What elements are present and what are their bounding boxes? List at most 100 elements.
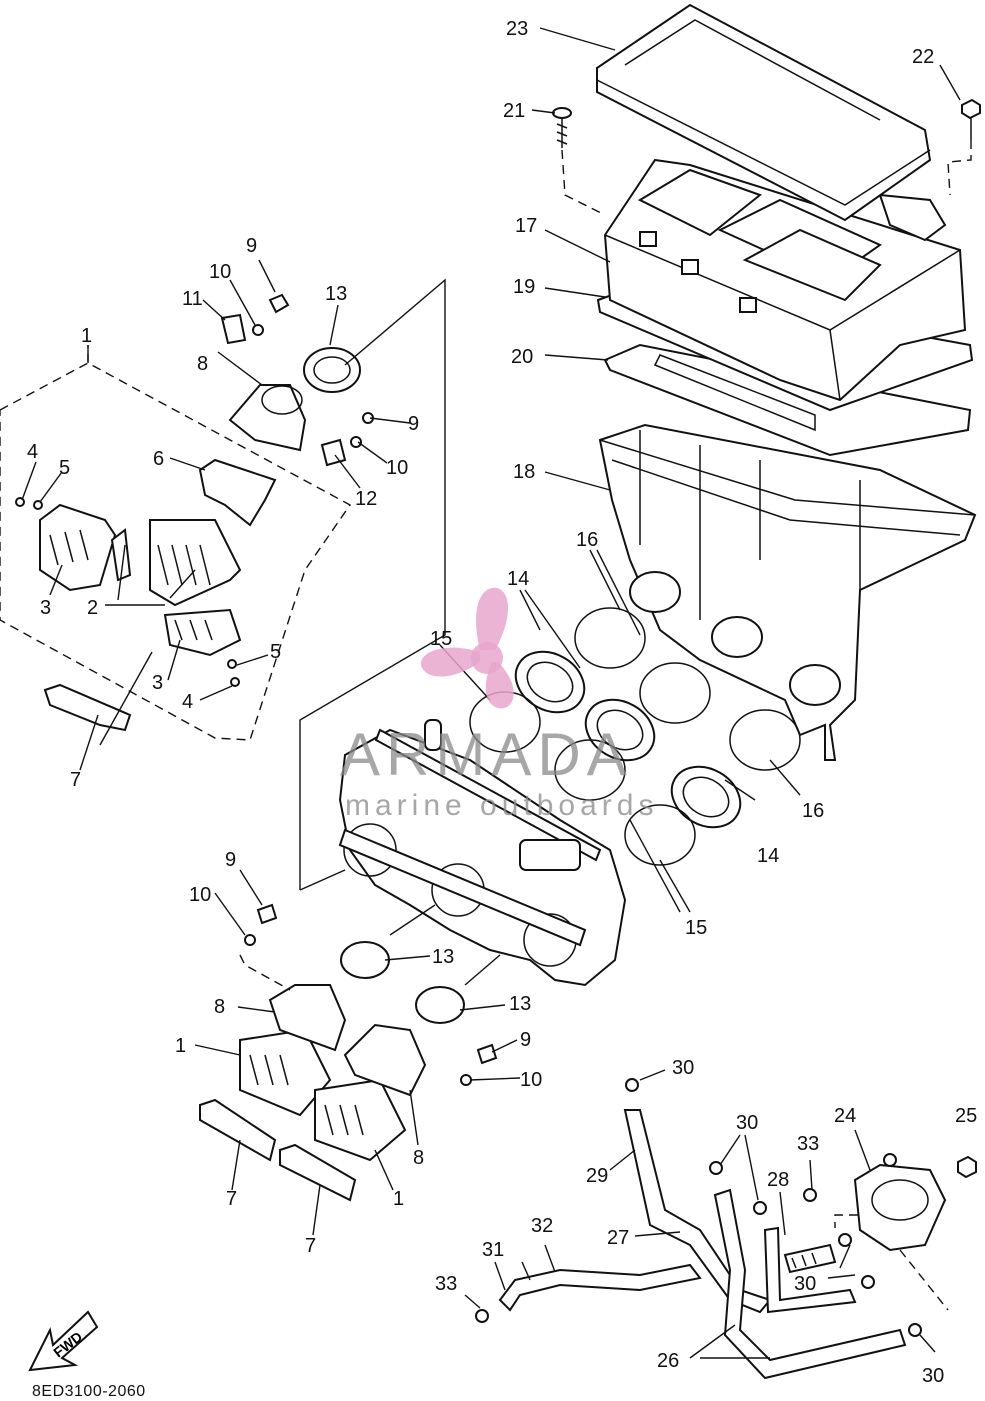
callout-13-top: 13 xyxy=(325,283,347,305)
callout-2: 2 xyxy=(87,597,98,619)
callout-33-left: 33 xyxy=(435,1273,457,1295)
intake-manifold xyxy=(268,984,347,1052)
callout-18: 18 xyxy=(513,461,535,483)
callout-6: 6 xyxy=(153,448,164,470)
bolt-22 xyxy=(961,98,981,140)
callout-15-top: 15 xyxy=(430,628,452,650)
leader-lines xyxy=(21,27,972,1359)
callout-9-bottom: 9 xyxy=(520,1029,531,1051)
reed-petal xyxy=(163,608,242,657)
callout-5-top: 5 xyxy=(59,457,70,479)
callout-10-top: 10 xyxy=(209,261,231,283)
reed-gasket xyxy=(43,683,132,732)
air-box-lower-case xyxy=(598,423,977,761)
carburetor-bank xyxy=(338,719,627,987)
callout-33-right: 33 xyxy=(797,1133,819,1155)
reed-gasket xyxy=(199,1098,277,1162)
callout-1-top: 1 xyxy=(81,325,92,347)
callout-10-mid: 10 xyxy=(386,457,408,479)
callout-7-bottom: 7 xyxy=(305,1235,316,1257)
callout-13-bottom: 13 xyxy=(509,993,531,1015)
callout-29: 29 xyxy=(586,1165,608,1187)
air-box-assembly xyxy=(552,3,981,761)
air-box-gasket xyxy=(603,343,972,457)
intake-manifold xyxy=(228,384,307,452)
callout-13-mid: 13 xyxy=(432,946,454,968)
reed-gasket xyxy=(279,1143,357,1202)
hose-clamp xyxy=(574,607,646,669)
air-box-port xyxy=(789,664,841,706)
hose-clamp xyxy=(639,662,711,724)
callout-19: 19 xyxy=(513,276,535,298)
document-code: 8ED3100-2060 xyxy=(32,1383,146,1400)
callout-20: 20 xyxy=(511,346,533,368)
reed-valve-group-lower xyxy=(199,903,498,1202)
callout-3-top: 3 xyxy=(40,597,51,619)
hose-clamp xyxy=(415,986,465,1024)
callout-9-top: 9 xyxy=(246,235,257,257)
callout-21: 21 xyxy=(503,100,525,122)
callout-5-bottom: 5 xyxy=(270,641,281,663)
callout-14-top: 14 xyxy=(507,568,529,590)
callout-23: 23 xyxy=(506,18,528,40)
air-box-lid xyxy=(596,3,932,222)
callout-11: 11 xyxy=(182,288,203,310)
callout-9-lower: 9 xyxy=(225,849,236,871)
callout-8-top: 8 xyxy=(197,353,208,375)
carburetor-joint xyxy=(670,765,742,829)
callout-22: 22 xyxy=(912,46,934,68)
reed-valve-group-upper xyxy=(0,293,374,741)
hose-clamp xyxy=(729,709,801,771)
reed-petal xyxy=(39,503,117,592)
callout-4-bottom: 4 xyxy=(182,691,193,713)
callout-30-lower: 30 xyxy=(794,1273,816,1295)
screw-21 xyxy=(552,107,572,148)
carburetor-joint xyxy=(514,650,586,714)
reed-stopper xyxy=(198,458,277,527)
callout-25: 25 xyxy=(955,1105,977,1127)
fuel-system xyxy=(475,1078,977,1380)
carburetor-joints xyxy=(469,607,801,866)
callout-7-top: 7 xyxy=(70,769,81,791)
callout-1-bottom: 1 xyxy=(393,1188,404,1210)
fuel-hose xyxy=(498,1263,702,1312)
carburetor-joint xyxy=(584,698,656,762)
watermark-brand: ARMADA xyxy=(340,721,633,788)
hose-clamp xyxy=(624,804,696,866)
fuel-hose xyxy=(713,1188,907,1380)
pump-bolt xyxy=(957,1155,977,1179)
forward-direction-arrow: FWD xyxy=(28,1310,99,1372)
callout-15-bottom: 15 xyxy=(685,917,707,939)
callout-30-mid: 30 xyxy=(736,1112,758,1134)
callout-8-bottom: 8 xyxy=(413,1147,424,1169)
fuel-pump xyxy=(853,1163,947,1252)
callout-28: 28 xyxy=(767,1169,789,1191)
reed-valve-block xyxy=(314,1078,407,1162)
callout-1-mid: 1 xyxy=(175,1035,186,1057)
callout-8-mid: 8 xyxy=(214,996,225,1018)
callout-30-top: 30 xyxy=(672,1057,694,1079)
reed-valve-block xyxy=(149,519,242,607)
callout-16-bottom: 16 xyxy=(802,800,824,822)
part-callouts: 23 21 22 17 19 20 18 16 14 15 16 14 15 1… xyxy=(27,18,977,1387)
armada-logo-icon xyxy=(420,587,514,709)
callout-16-top: 16 xyxy=(576,529,598,551)
hose-clamp xyxy=(340,941,390,979)
callout-9-mid: 9 xyxy=(408,413,419,435)
callout-30-bottom: 30 xyxy=(922,1365,944,1387)
callout-10-bottom: 10 xyxy=(520,1069,542,1091)
callout-12: 12 xyxy=(355,488,377,510)
air-box-port xyxy=(629,571,681,613)
intake-manifold xyxy=(343,1023,427,1097)
callout-4-top: 4 xyxy=(27,441,38,463)
callout-14-bottom: 14 xyxy=(757,845,779,867)
armada-watermark: ARMADA marine outboards xyxy=(340,587,658,822)
hose-clamp xyxy=(303,347,361,393)
fuel-filter xyxy=(783,1243,837,1274)
callout-24: 24 xyxy=(834,1105,856,1127)
callout-17: 17 xyxy=(515,215,537,237)
watermark-tagline: marine outboards xyxy=(345,789,658,822)
callout-3-bottom: 3 xyxy=(152,672,163,694)
callout-26: 26 xyxy=(657,1350,679,1372)
